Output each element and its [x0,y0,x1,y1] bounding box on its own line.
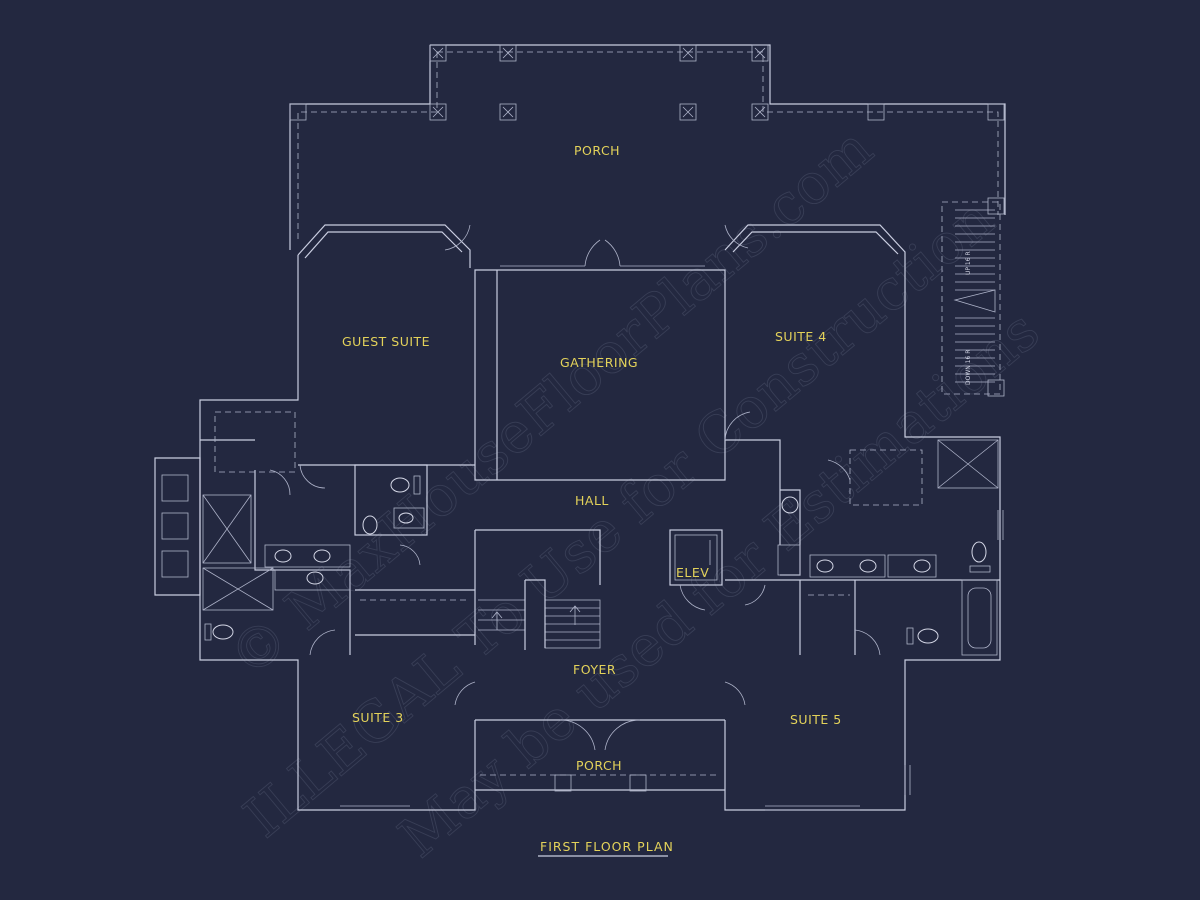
watermark: © MaxHouseFloorPlans.com ILLEGAL To Use … [217,115,1052,871]
room-labels: PORCH GUEST SUITE GATHERING SUITE 4 HALL… [342,143,842,773]
room-label-elev: ELEV [676,565,709,580]
room-label-porch-top: PORCH [574,143,620,158]
room-label-suite-4: SUITE 4 [775,329,827,344]
drawing-title-text: FIRST FLOOR PLAN [540,839,674,854]
room-label-porch-front: PORCH [576,758,622,773]
room-label-guest-suite: GUEST SUITE [342,334,430,349]
porch-top-structure [289,44,1006,397]
stair-down-label: DOWN 16 R [965,350,972,385]
room-label-foyer: FOYER [573,662,616,677]
house-walls [154,224,1004,811]
stair-up-label: UP 16 R [965,251,972,275]
exterior-stair: UP 16 R DOWN 16 R [941,201,1001,395]
room-label-suite-3: SUITE 3 [352,710,404,725]
drawing-title: FIRST FLOOR PLAN [538,839,674,857]
room-label-gathering: GATHERING [560,355,638,370]
room-label-hall: HALL [575,493,609,508]
watermark-line-2: ILLEGAL To Use for Construction [232,186,1006,850]
room-label-suite-5: SUITE 5 [790,712,842,727]
